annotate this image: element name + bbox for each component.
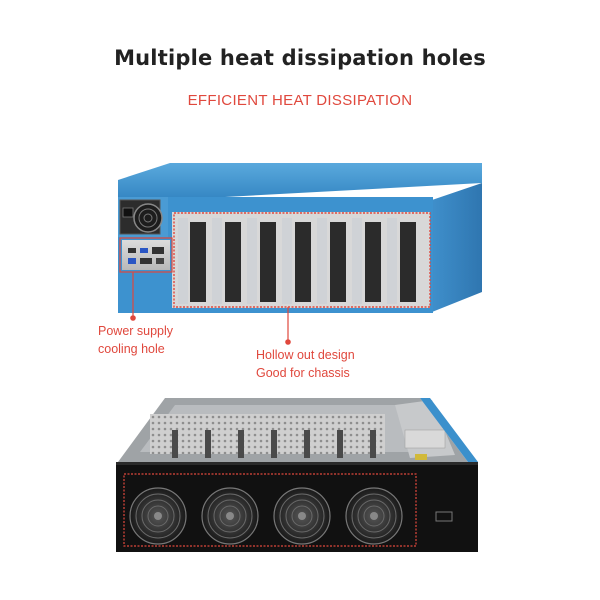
front-fan-2 [201,487,259,545]
front-fan-4 [345,487,403,545]
front-fan-1 [129,487,187,545]
hollow-callout-line1: Hollow out design [256,348,355,362]
chassis-rear-image [118,163,482,313]
page-subtitle: EFFICIENT HEAT DISSIPATION [187,92,413,109]
power-supply-callout: Power supply cooling hole [98,322,173,358]
hollow-callout-line2: Good for chassis [256,366,350,380]
power-callout-line2: cooling hole [98,342,165,356]
page-title: Multiple heat dissipation holes [114,46,486,70]
power-callout-line1: Power supply [98,324,174,338]
callout-lines [130,272,291,345]
hollow-design-callout: Hollow out design Good for chassis [256,346,355,382]
front-fan-3 [273,487,331,545]
